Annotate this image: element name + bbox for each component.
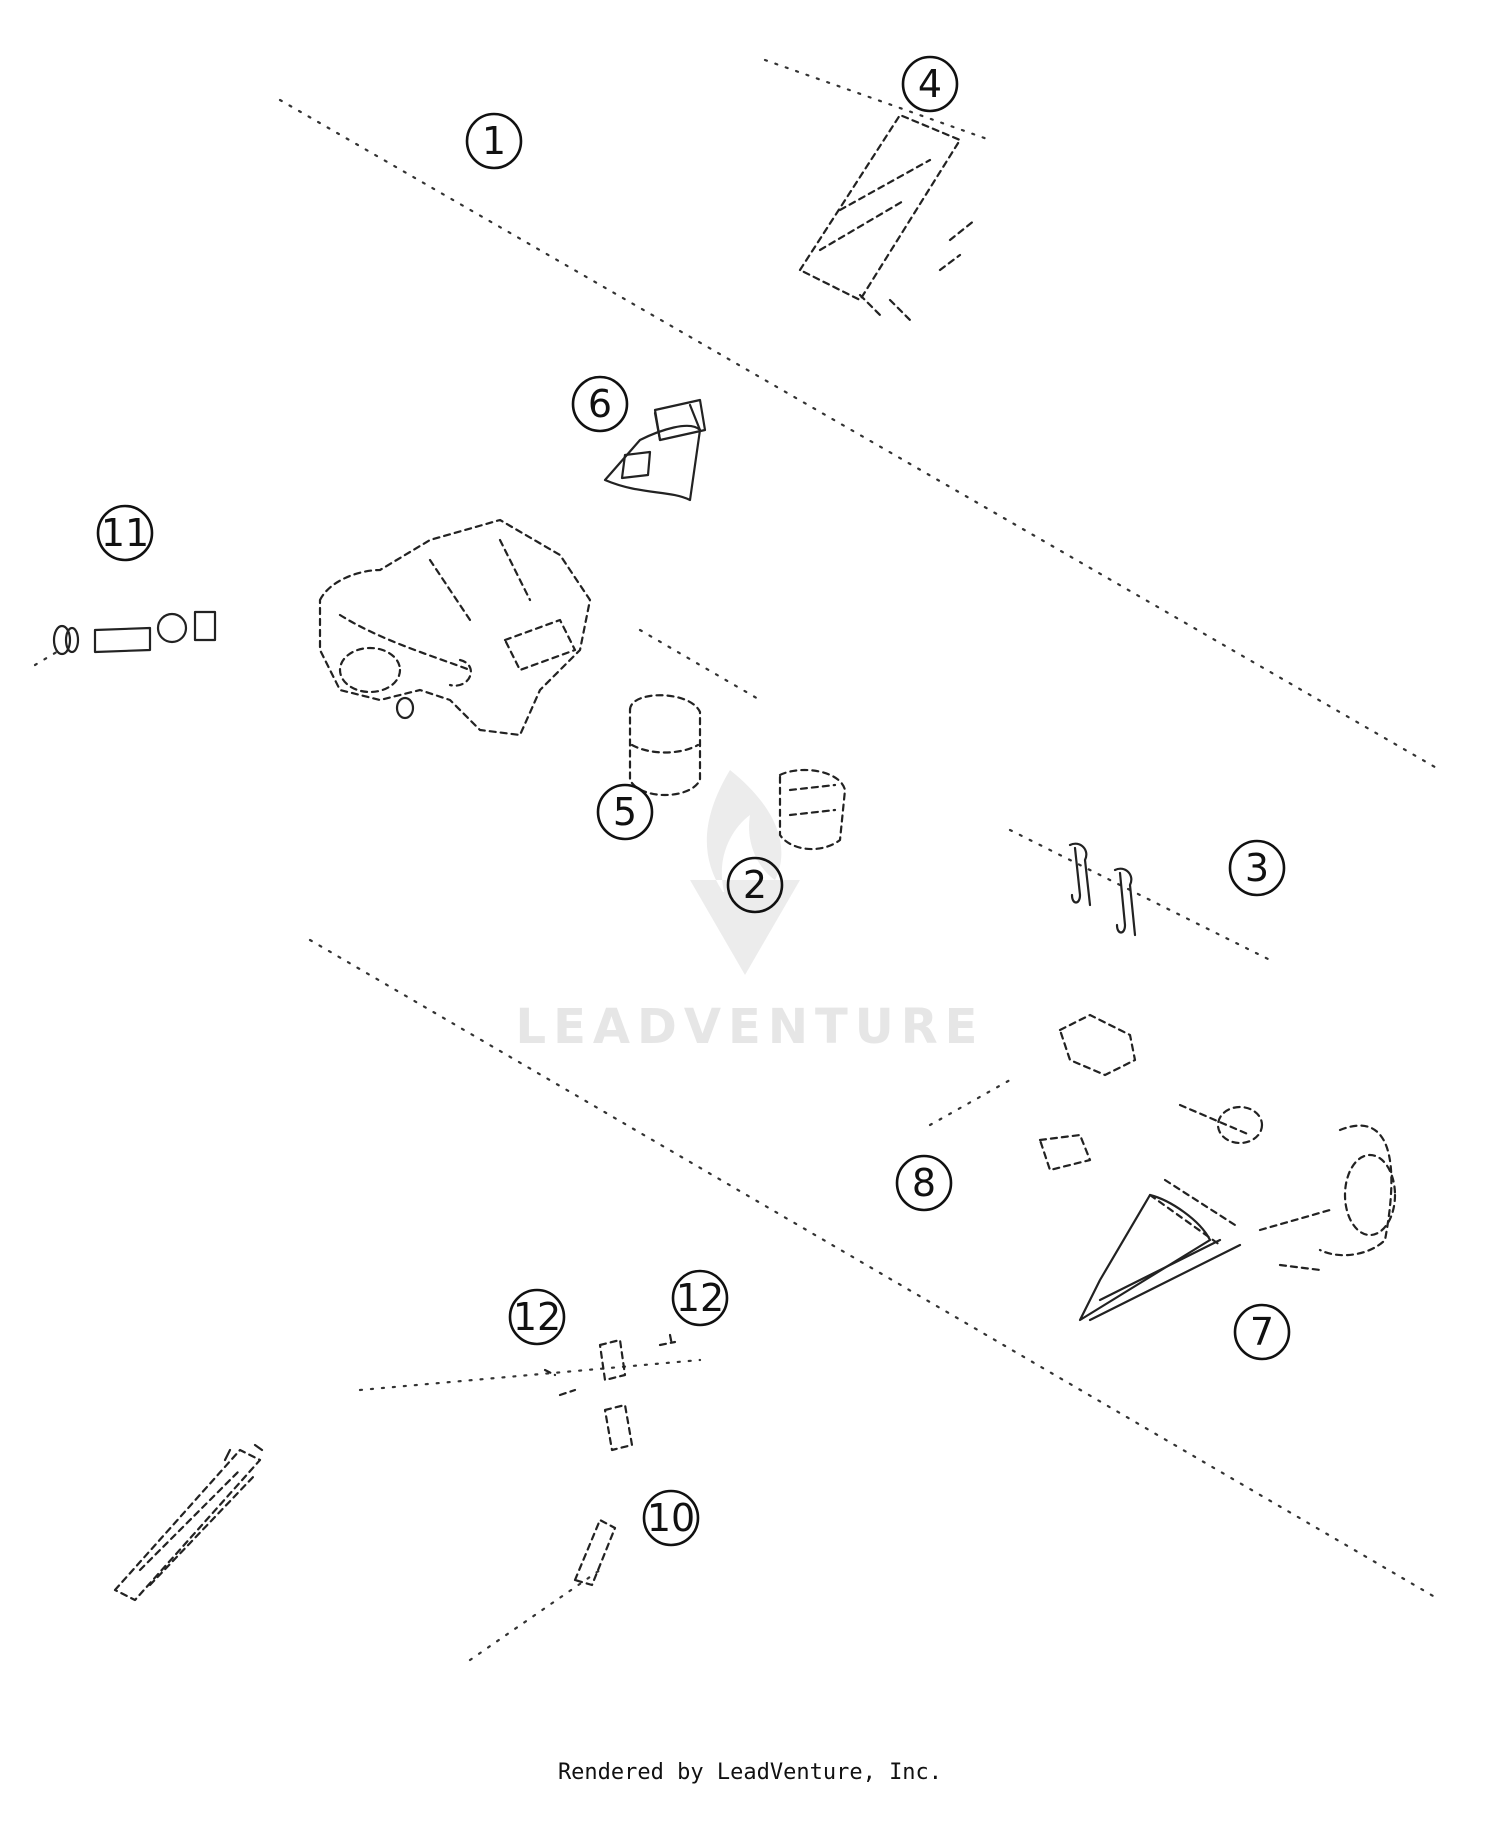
callout-circle: [895, 1154, 953, 1212]
callout-12: 12: [671, 1269, 729, 1327]
callout-circle: [1233, 1303, 1291, 1361]
callout-1: 1: [465, 112, 523, 170]
callout-8: 8: [895, 1154, 953, 1212]
callout-12: 12: [508, 1288, 566, 1346]
callout-circle: [726, 856, 784, 914]
callout-11: 11: [96, 504, 154, 562]
callout-number: 12: [676, 1276, 724, 1320]
callout-number: 11: [101, 511, 149, 555]
callout-3: 3: [1228, 839, 1286, 897]
callout-5: 5: [596, 783, 654, 841]
callout-number: 10: [647, 1496, 695, 1540]
callout-number: 8: [912, 1161, 936, 1205]
callout-circle: [1228, 839, 1286, 897]
watermark: LEADVENTURE: [516, 770, 985, 1055]
part-10-pin: [573, 1518, 617, 1587]
callout-number: 7: [1250, 1310, 1274, 1354]
callout-circle: [508, 1288, 566, 1346]
rendered-by-credit: Rendered by LeadVenture, Inc.: [557, 1760, 943, 1785]
watermark-text: LEADVENTURE: [516, 999, 985, 1055]
callout-number: 5: [613, 790, 637, 834]
part-12-bolts: [543, 1333, 677, 1452]
part-7-lever-arm: [1038, 1013, 1397, 1322]
part-3-clips: [1068, 842, 1137, 937]
part-6-bracket: [603, 398, 707, 502]
callout-number: 12: [513, 1295, 561, 1339]
callout-number: 2: [743, 863, 767, 907]
lower-shaft: [113, 1443, 264, 1602]
callout-number: 6: [588, 382, 612, 426]
guide-lines: [33, 58, 1442, 1662]
watermark-flame-logo: [690, 770, 800, 975]
callout-2: 2: [726, 856, 784, 914]
callout-number: 3: [1245, 846, 1269, 890]
callout-circle: [465, 112, 523, 170]
part-2-bearing: [778, 768, 847, 851]
callout-circle: [596, 783, 654, 841]
callout-circle: [671, 1269, 729, 1327]
part-11-small-shaft: [52, 610, 217, 656]
callout-circle: [642, 1489, 700, 1547]
callout-circle: [571, 375, 629, 433]
callout-number: 1: [482, 119, 506, 163]
callout-number: 4: [918, 62, 942, 106]
main-housing: [318, 518, 592, 737]
part-5-bushing: [628, 694, 702, 797]
callout-circle: [901, 55, 959, 113]
callout-6: 6: [571, 375, 629, 433]
part-4-shaft-assembly: [798, 113, 977, 322]
callout-10: 10: [642, 1489, 700, 1547]
callout-7: 7: [1233, 1303, 1291, 1361]
callout-circle: [96, 504, 154, 562]
callout-4: 4: [901, 55, 959, 113]
